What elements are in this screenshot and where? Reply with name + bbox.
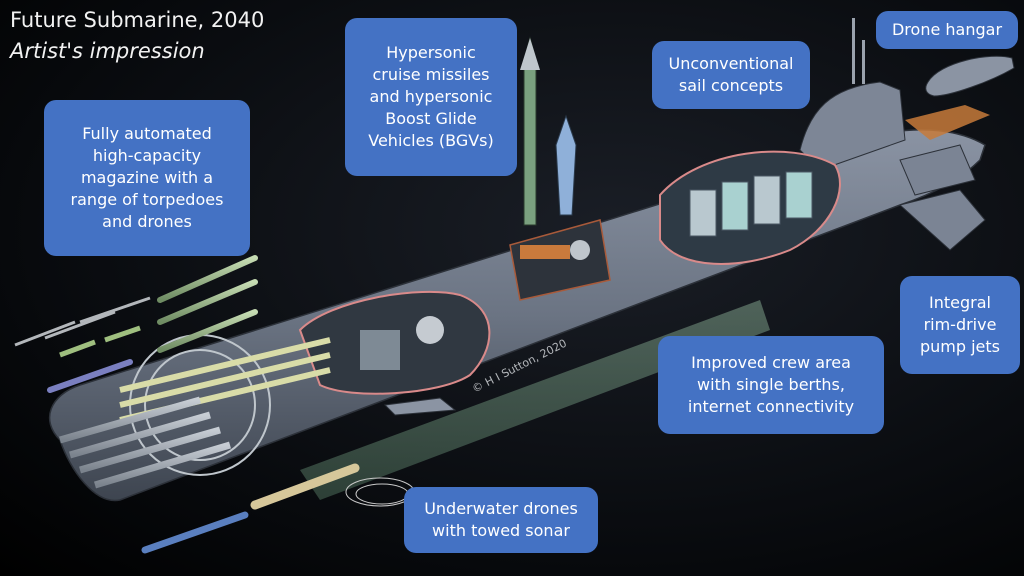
mast bbox=[852, 18, 855, 84]
missile-compartment bbox=[509, 219, 611, 301]
submarine-stern bbox=[898, 105, 990, 251]
callout-line: Drone hangar bbox=[891, 20, 1003, 39]
callout-line: high-capacity bbox=[92, 146, 202, 165]
callout-line: Integral bbox=[929, 293, 991, 312]
callout-line: internet connectivity bbox=[687, 397, 855, 416]
callout-line: magazine with a bbox=[80, 168, 214, 187]
callout-line: Vehicles (BGVs) bbox=[368, 131, 494, 150]
callout-line: rim-drive bbox=[923, 315, 997, 334]
diagram-title: Future Submarine, 2040 bbox=[10, 8, 265, 32]
callout-line: with single berths, bbox=[697, 375, 845, 394]
underwater-drone bbox=[141, 463, 415, 554]
callout-line: sail concepts bbox=[678, 76, 784, 95]
mast bbox=[862, 40, 865, 84]
callout-line: and drones bbox=[102, 212, 192, 231]
torpedo-rack bbox=[14, 255, 258, 393]
crew-area-cutaway bbox=[659, 150, 841, 265]
submarine-sail bbox=[799, 18, 906, 171]
callout-line: Improved crew area bbox=[691, 353, 851, 372]
callout-pumpjets: Integral rim-drive pump jets bbox=[900, 276, 1020, 374]
callout-line: Underwater drones bbox=[424, 499, 578, 518]
drone-hangar-uuv bbox=[925, 55, 1015, 97]
callout-crew: Improved crew area with single berths, i… bbox=[658, 336, 884, 434]
callout-line: Unconventional bbox=[668, 54, 794, 73]
torpedo-magazine bbox=[59, 334, 331, 489]
boost-glide-vehicle bbox=[555, 114, 577, 216]
diagram-subtitle: Artist's impression bbox=[10, 39, 205, 63]
callout-line: cruise missiles bbox=[372, 65, 490, 84]
callout-sail: Unconventional sail concepts bbox=[652, 41, 810, 109]
callout-magazine: Fully automated high-capacity magazine w… bbox=[44, 100, 250, 256]
callout-line: with towed sonar bbox=[432, 521, 570, 540]
callout-hangar: Drone hangar bbox=[876, 11, 1018, 49]
forward-compartment-cutaway bbox=[298, 290, 491, 395]
callout-line: and hypersonic bbox=[369, 87, 493, 106]
hypersonic-missile bbox=[520, 36, 540, 226]
callout-line: Boost Glide bbox=[385, 109, 477, 128]
callout-missiles: Hypersonic cruise missiles and hypersoni… bbox=[345, 18, 517, 176]
callout-line: Fully automated bbox=[82, 124, 212, 143]
callout-line: pump jets bbox=[919, 337, 1001, 356]
callout-line: Hypersonic bbox=[386, 43, 476, 62]
hull-fin bbox=[383, 397, 457, 416]
callout-drones: Underwater drones with towed sonar bbox=[404, 487, 598, 553]
callout-line: range of torpedoes bbox=[70, 190, 224, 209]
